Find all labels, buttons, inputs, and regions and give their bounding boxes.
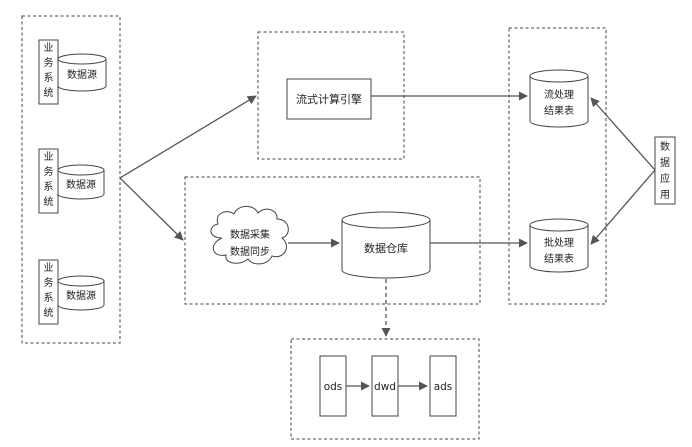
- datasource-label: 数据源: [66, 289, 96, 302]
- business-system-3: 业 务 系 统 数据源: [38, 259, 105, 325]
- data-app-char: 数: [660, 140, 670, 153]
- stream-result-label-1: 流处理: [544, 88, 574, 101]
- data-warehouse-label: 数据仓库: [364, 241, 408, 255]
- dwd-label: dwd: [374, 381, 396, 393]
- bs-char: 业: [44, 151, 54, 163]
- batch-result-label-2: 结果表: [544, 252, 574, 265]
- bs-char: 系: [44, 181, 54, 193]
- bs-char: 务: [44, 276, 54, 289]
- business-system-2: 业 务 系 统 数据源: [38, 148, 105, 214]
- data-app-char: 据: [660, 156, 670, 169]
- bs-char: 统: [44, 195, 54, 208]
- data-warehouse-cylinder: 数据仓库: [341, 211, 431, 279]
- dwd-layer-box: [371, 355, 399, 417]
- data-app-char: 用: [660, 190, 670, 201]
- ads-label: ads: [434, 381, 453, 393]
- edge-sources-to-stream: [119, 95, 257, 179]
- stream-result-label-2: 结果表: [544, 104, 574, 117]
- business-systems-group: [21, 15, 121, 344]
- collector-label-2: 数据同步: [230, 245, 270, 258]
- bs-char: 系: [44, 72, 54, 84]
- datasource-cylinder: 数据源: [57, 164, 105, 200]
- results-group: [508, 27, 607, 305]
- datasource-cylinder: 数据源: [57, 275, 105, 311]
- datasource-label: 数据源: [66, 178, 96, 191]
- bs-char: 务: [44, 56, 54, 69]
- edge-app-to-batch-result: [590, 169, 656, 245]
- bs-char: 统: [44, 306, 54, 319]
- bs-char: 统: [44, 86, 54, 99]
- ads-layer-box: [429, 355, 457, 417]
- business-system-1: 业 务 系 统 数据源: [38, 39, 107, 105]
- edge-app-to-stream-result: [590, 97, 656, 171]
- bs-char: 业: [44, 42, 54, 54]
- batch-result-cylinder: 批处理 结果表: [529, 218, 589, 273]
- batch-result-label-1: 批处理: [544, 236, 574, 249]
- edge-sources-to-collector: [119, 177, 184, 241]
- collector-label-1: 数据采集: [230, 228, 270, 241]
- data-collector-cloud: 数据采集 数据同步: [210, 205, 289, 265]
- ods-label: ods: [324, 381, 343, 393]
- stream-engine-label: 流式计算引擎: [296, 92, 362, 106]
- batch-pipeline-group: [184, 176, 481, 305]
- datasource-label: 数据源: [67, 68, 97, 81]
- bs-char: 业: [44, 262, 54, 274]
- bs-char: 务: [44, 165, 54, 178]
- stream-result-cylinder: 流处理 结果表: [529, 69, 589, 128]
- warehouse-layers-group: [290, 338, 480, 440]
- stream-engine-box: [286, 78, 372, 120]
- bs-char: 系: [44, 292, 54, 304]
- data-app-char: 应: [660, 172, 670, 185]
- datasource-cylinder: 数据源: [57, 53, 107, 92]
